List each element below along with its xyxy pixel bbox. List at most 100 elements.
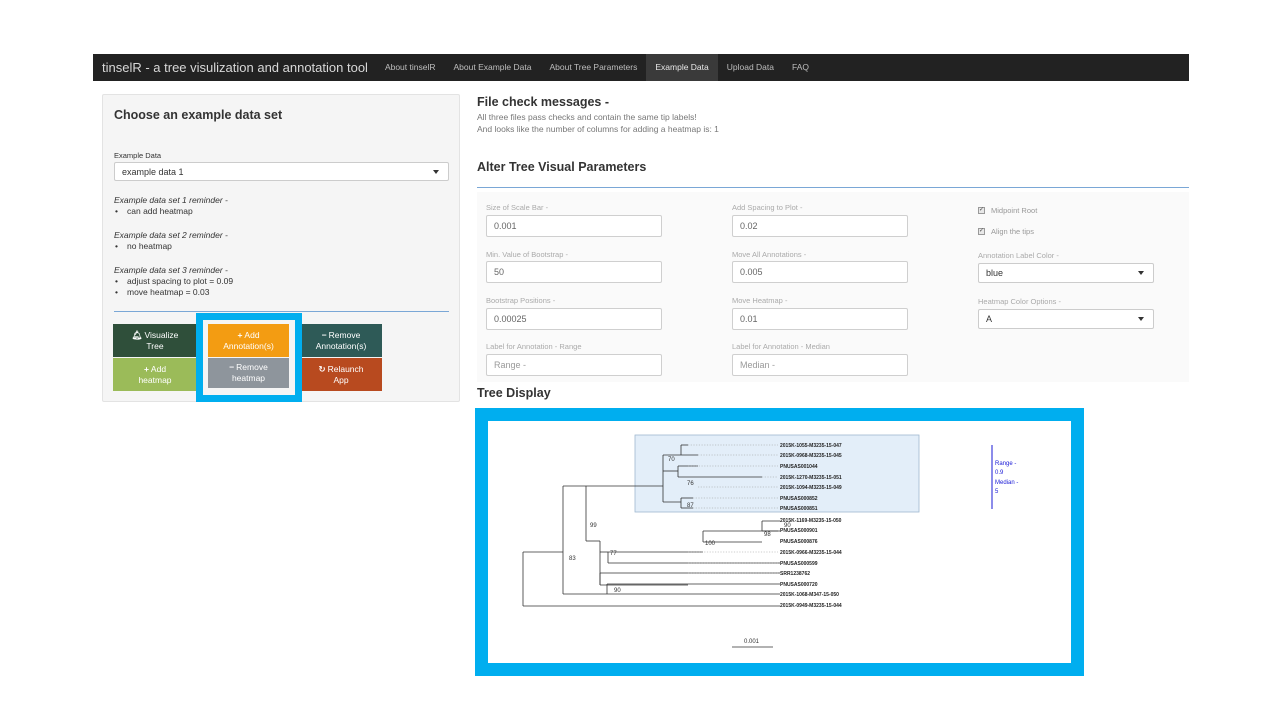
reminder-item: move heatmap = 0.03 [114,287,233,298]
button-label: Tree [146,340,164,351]
align-tips-checkbox[interactable]: ✓ Align the tips [978,227,1034,236]
annotation-color-label: Annotation Label Color - [978,251,1059,260]
check-icon: ✓ [978,207,985,214]
button-label: Annotation(s) [223,340,274,351]
visualize-tree-button[interactable]: 🔔︎Visualize Tree [113,324,197,357]
add-annotation-button[interactable]: +Add Annotation(s) [208,324,289,357]
button-label: Remove [236,362,268,372]
select-value: blue [986,268,1004,278]
reminders: Example data set 1 reminder - can add he… [114,195,233,311]
remove-heatmap-button[interactable]: −Remove heatmap [208,358,289,388]
bootstrap-label: 90 [784,523,791,529]
button-label: heatmap [231,373,266,383]
tip-label: SRR1238762 [780,571,810,577]
spacing-input[interactable]: 0.02 [732,215,908,237]
tip-label: 2015K-0949-M3235-15-044 [780,603,842,609]
bootstrap-min-input[interactable]: 50 [486,261,662,283]
nav-example-data[interactable]: Example Data [646,54,718,81]
tip-label: PNUSAS001044 [780,464,818,470]
button-label: Add [244,329,260,340]
minus-icon: − [321,329,327,340]
input-placeholder: Median - [740,360,776,370]
move-heatmap-label: Move Heatmap - [732,296,788,305]
bootstrap-label: 100 [705,541,716,547]
tip-labels: 2015K-1055-M3235-15-047 2015K-0968-M3235… [780,443,842,609]
range-input[interactable]: Range - [486,354,662,376]
tip-label: 2015K-0968-M3235-15-045 [780,453,842,459]
nav-about-example-data[interactable]: About Example Data [453,62,532,72]
nav-about-tinselr[interactable]: About tinselR [384,62,436,72]
sidebar-divider [114,311,449,312]
bootstrap-min-label: Min. Value of Bootstrap - [486,250,568,259]
tip-label: 2015K-0966-M3235-15-044 [780,550,842,556]
plus-icon: + [237,329,243,340]
nav-about-tree-parameters[interactable]: About Tree Parameters [549,62,638,72]
annotation-median-value: 5 [995,489,999,495]
reminder-title: Example data set 1 reminder - [114,195,228,205]
reminder-item: no heatmap [114,241,233,252]
select-value: A [986,314,993,324]
button-label: Remove [328,329,361,340]
caret-down-icon [433,169,439,174]
annotation-range-label: Range - [995,461,1016,467]
tip-label: PNUSAS000851 [780,506,818,512]
input-value: 0.001 [494,221,517,231]
move-heatmap-input[interactable]: 0.01 [732,308,908,330]
input-placeholder: Range - [494,360,527,370]
remove-annotation-button[interactable]: −Remove Annotation(s) [300,324,382,357]
input-value: 0.00025 [494,314,527,324]
button-label: heatmap [138,374,172,385]
bootstrap-label: 77 [610,551,617,557]
annotation-labels: Range - 0.9 Median - 5 [995,461,1018,495]
scale-bar-input[interactable]: 0.001 [486,215,662,237]
input-value: 50 [494,267,505,277]
annotation-range-value: 0.9 [995,470,1004,476]
tip-label: 2015K-1169-M3235-15-050 [780,518,842,524]
caret-down-icon [1138,317,1144,321]
sidebar-title: Choose an example data set [114,108,283,122]
bootstrap-label: 83 [569,556,576,562]
bootstrap-label: 98 [764,532,771,538]
tree-plot: 2015K-1055-M3235-15-047 2015K-0968-M3235… [522,434,1018,648]
button-label: Annotation(s) [315,340,367,351]
median-input[interactable]: Median - [732,354,908,376]
bootstrap-label: 87 [687,503,694,509]
spacing-label: Add Spacing to Plot - [732,203,803,212]
input-value: 0.005 [740,267,763,277]
bootstrap-labels: 70 76 87 99 90 98 100 77 83 90 [569,457,791,594]
scale-bar-label: 0.001 [744,639,760,645]
reminder-item: adjust spacing to plot = 0.09 [114,276,233,287]
midpoint-root-checkbox[interactable]: ✓ Midpoint Root [978,206,1037,215]
bootstrap-label: 70 [668,457,675,463]
add-heatmap-button[interactable]: +Add heatmap [113,358,197,391]
clade-highlight [634,434,920,513]
nav-upload-data[interactable]: Upload Data [726,62,775,72]
params-divider [477,187,1189,188]
example-data-select[interactable]: example data 1 [114,162,449,181]
nav-faq[interactable]: FAQ [792,62,810,72]
tip-label: PNUSAS000852 [780,496,818,502]
tree-display-title: Tree Display [477,386,551,400]
input-value: 0.01 [740,314,758,324]
move-annotations-input[interactable]: 0.005 [732,261,908,283]
relaunch-app-button[interactable]: ↻Relaunch App [300,358,382,391]
refresh-icon: ↻ [318,363,326,374]
annotation-color-select[interactable]: blue [978,263,1154,283]
button-label: Relaunch [327,363,364,374]
bootstrap-label: 76 [687,481,694,487]
scale-bar-label: Size of Scale Bar - [486,203,549,212]
example-data-label: Example Data [114,151,162,160]
reminder-item: can add heatmap [114,206,233,217]
caret-down-icon [1138,271,1144,275]
move-annotations-label: Move All Annotations - [732,250,807,259]
file-check-title: File check messages - [477,95,610,109]
bootstrap-positions-input[interactable]: 0.00025 [486,308,662,330]
tip-label: PNUSAS000901 [780,528,818,534]
tip-label: 2015K-1270-M3235-15-051 [780,475,842,481]
example-data-value: example data 1 [122,166,184,177]
navbar: tinselR - a tree visulization and annota… [93,54,1189,81]
tree-branches [522,444,780,607]
bootstrap-label: 90 [614,588,621,594]
check-icon: ✓ [978,228,985,235]
heatmap-color-select[interactable]: A [978,309,1154,329]
